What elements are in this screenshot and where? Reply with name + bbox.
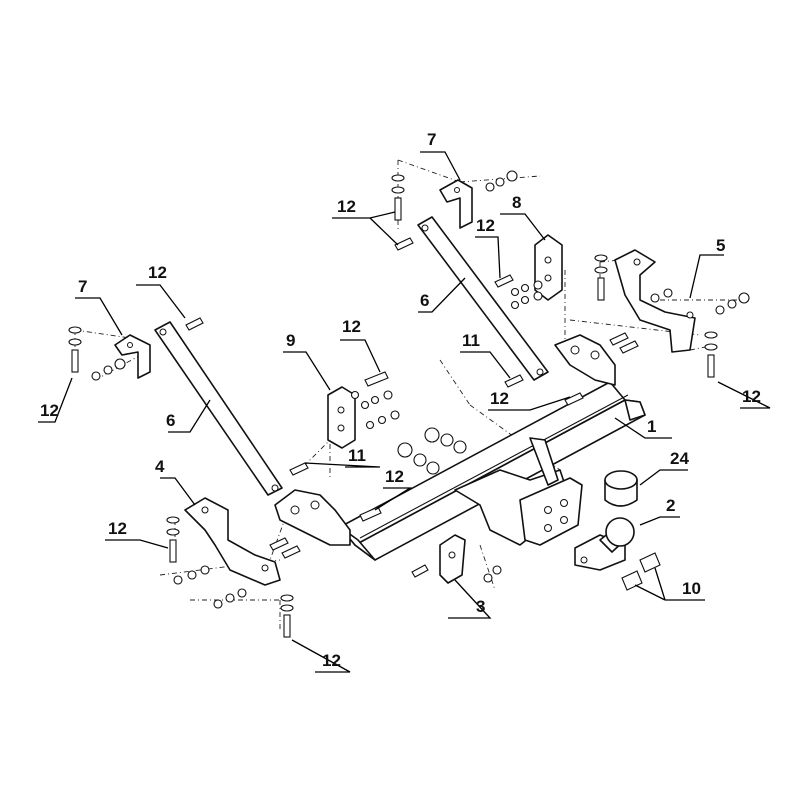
- callout-12-top-mid: 12: [476, 216, 495, 235]
- callout-12-top-left: 12: [337, 197, 356, 216]
- callout-12-far-left: 12: [40, 401, 59, 420]
- callout-7-top: 7: [427, 130, 436, 149]
- bracket-9: [327, 386, 356, 449]
- callout-12-bottom: 12: [322, 651, 341, 670]
- callout-2: 2: [666, 496, 675, 515]
- bracket-8: [534, 234, 563, 301]
- callout-3: 3: [476, 597, 485, 616]
- callouts: 7 12 8 12 5 12 7 6 12 9 11 12 12 12 6 1 …: [40, 130, 761, 670]
- right-side-plate: [554, 334, 616, 386]
- callout-5: 5: [716, 236, 725, 255]
- left-side-plate: [274, 489, 351, 546]
- callout-6-left: 6: [166, 411, 175, 430]
- leader-lines: [38, 151, 771, 673]
- callout-11-left: 11: [348, 446, 366, 465]
- callout-6-right: 6: [420, 291, 429, 310]
- callout-9: 9: [286, 331, 295, 350]
- callout-12-bar: 12: [490, 389, 509, 408]
- callout-7-left: 7: [78, 277, 87, 296]
- left-support-arm: [154, 321, 283, 496]
- callout-1: 1: [647, 417, 656, 436]
- fasteners: [68, 170, 750, 638]
- center-tow-bracket: [454, 437, 583, 546]
- callout-12-lower-left: 12: [108, 519, 127, 538]
- left-bracket-7: [114, 334, 151, 379]
- callout-24: 24: [670, 449, 689, 468]
- ball-cap: [604, 470, 638, 507]
- right-support-arm: [417, 216, 549, 381]
- callout-12-mid: 12: [342, 317, 361, 336]
- left-end-bracket-4: [184, 497, 281, 586]
- right-end-bracket-5: [614, 249, 696, 353]
- tow-ball-assembly: [574, 517, 635, 571]
- callout-4: 4: [155, 457, 165, 476]
- callout-12-left-top: 12: [148, 263, 167, 282]
- callout-12-far-right: 12: [742, 387, 761, 406]
- top-bracket-7: [439, 179, 473, 229]
- callout-12-center: 12: [385, 467, 404, 486]
- socket-plate: [439, 534, 466, 584]
- callout-10: 10: [682, 579, 701, 598]
- callout-11-right: 11: [462, 331, 480, 350]
- callout-8: 8: [512, 193, 521, 212]
